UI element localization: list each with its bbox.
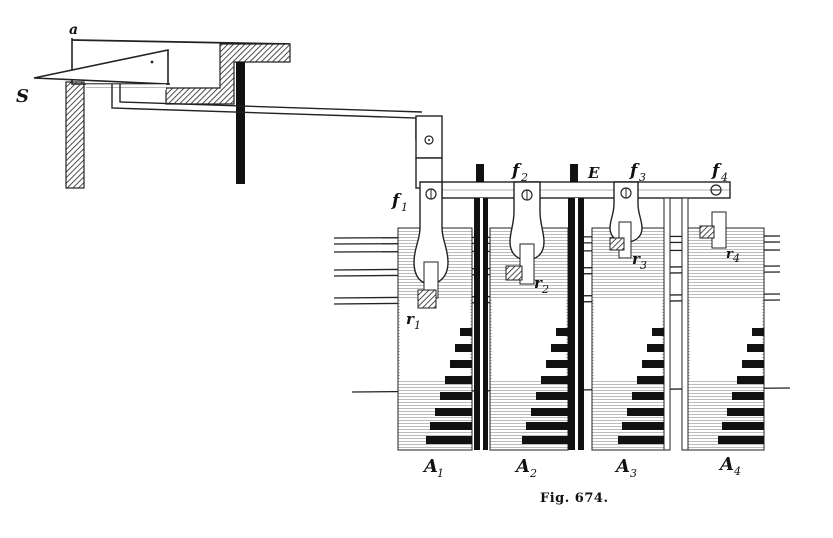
gear-r3 bbox=[609, 237, 625, 251]
bar-e bbox=[441, 164, 731, 199]
svg-text:4: 4 bbox=[732, 252, 740, 265]
svg-text:4: 4 bbox=[733, 465, 741, 478]
divider-bars bbox=[474, 197, 689, 451]
gear-r2 bbox=[505, 265, 523, 281]
svg-text:3: 3 bbox=[640, 259, 647, 272]
label-s: S bbox=[16, 86, 29, 107]
svg-text:f: f bbox=[629, 161, 640, 181]
steps-a3 bbox=[618, 328, 664, 444]
label-r1: r 1 bbox=[406, 310, 421, 332]
svg-text:2: 2 bbox=[520, 171, 528, 184]
wedge-frame bbox=[33, 38, 291, 189]
label-f3: f 3 bbox=[629, 161, 646, 184]
label-r4: r 4 bbox=[726, 247, 740, 265]
steps-a1 bbox=[426, 328, 472, 444]
steps-a4 bbox=[718, 328, 764, 444]
svg-text:f: f bbox=[391, 191, 402, 211]
label-e: E bbox=[587, 164, 600, 182]
feeler-f3 bbox=[609, 181, 643, 259]
label-a4: A 4 bbox=[718, 454, 741, 478]
svg-text:r: r bbox=[726, 247, 734, 262]
svg-text:A: A bbox=[514, 456, 530, 477]
label-r3: r 3 bbox=[632, 250, 647, 272]
svg-text:f: f bbox=[511, 161, 522, 181]
steps-a2 bbox=[522, 328, 568, 444]
svg-text:1: 1 bbox=[414, 319, 421, 332]
gear-r1 bbox=[417, 289, 437, 309]
label-f2: f 2 bbox=[511, 161, 528, 184]
label-f4: f 4 bbox=[711, 161, 728, 184]
svg-text:2: 2 bbox=[541, 283, 549, 296]
svg-text:3: 3 bbox=[639, 171, 646, 184]
label-a1: A 1 bbox=[422, 456, 444, 480]
connecting-rod bbox=[111, 84, 443, 189]
stepped-racks bbox=[426, 328, 764, 444]
svg-text:1: 1 bbox=[437, 467, 444, 480]
svg-text:A: A bbox=[422, 456, 438, 477]
figure-caption: Fig. 674. bbox=[540, 491, 608, 506]
svg-text:r: r bbox=[632, 250, 641, 268]
label-a2: A 2 bbox=[514, 456, 537, 480]
label-a: a bbox=[69, 22, 78, 38]
svg-text:f: f bbox=[711, 161, 722, 181]
svg-text:2: 2 bbox=[529, 467, 537, 480]
label-a3: A 3 bbox=[614, 456, 637, 480]
svg-text:r: r bbox=[534, 274, 543, 292]
svg-text:3: 3 bbox=[630, 467, 637, 480]
wedge-s bbox=[33, 49, 169, 85]
svg-text:1: 1 bbox=[401, 201, 408, 214]
label-r2: r 2 bbox=[534, 274, 549, 296]
svg-text:r: r bbox=[406, 310, 415, 328]
svg-text:A: A bbox=[614, 456, 630, 477]
feeler-f1 bbox=[413, 181, 449, 309]
svg-text:A: A bbox=[718, 454, 734, 475]
svg-text:4: 4 bbox=[720, 171, 728, 184]
feeler-f4 bbox=[699, 184, 727, 249]
feeler-f2 bbox=[505, 181, 545, 285]
gear-r4 bbox=[699, 225, 715, 239]
label-f1: f 1 bbox=[391, 191, 408, 214]
